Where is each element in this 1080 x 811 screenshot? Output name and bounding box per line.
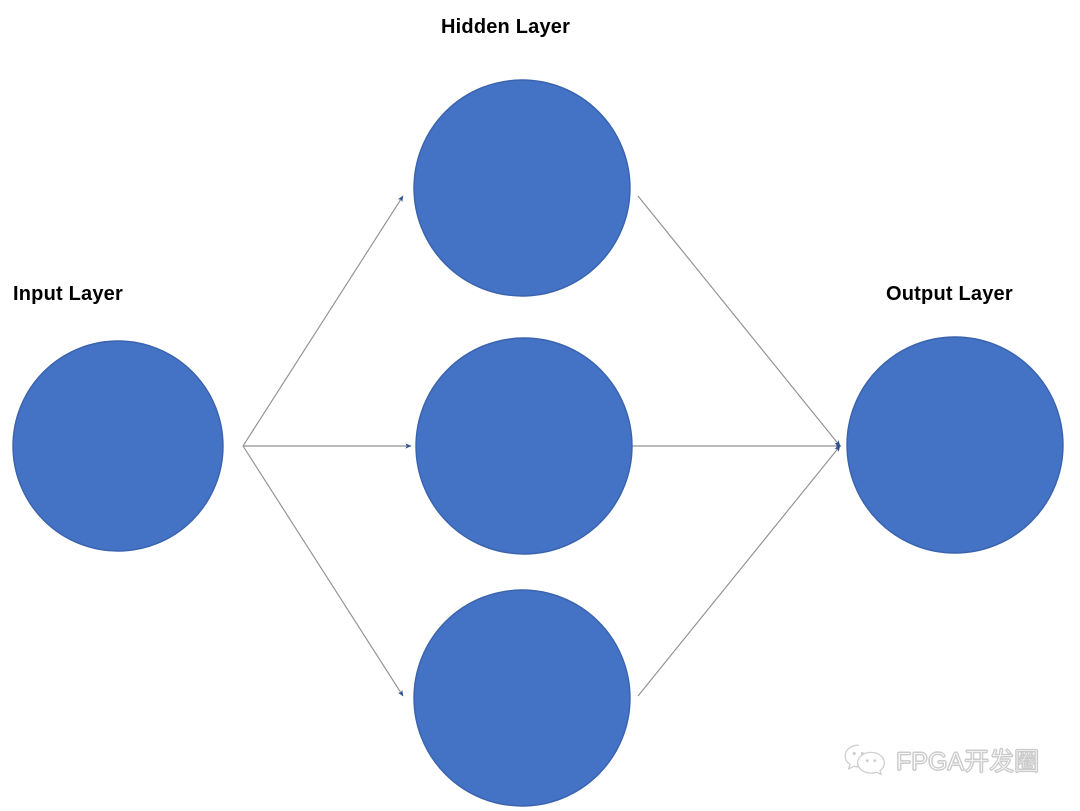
connector-group-input-hidden — [242, 195, 412, 697]
hidden-node-3[interactable] — [413, 589, 631, 807]
hidden-node-1[interactable] — [413, 79, 631, 297]
node-group-hidden — [413, 79, 633, 807]
hidden-node-2[interactable] — [415, 337, 633, 555]
wechat-logo-icon — [843, 742, 887, 783]
connector-input-to-hidden-1 — [242, 195, 404, 447]
watermark: FPGA开发圈 — [843, 742, 1040, 783]
input-layer-label: Input Layer — [13, 283, 123, 305]
connector-hidden-1-to-output — [637, 195, 841, 447]
connector-group-hidden-output — [632, 195, 842, 697]
node-group-output — [846, 336, 1064, 554]
input-node-1[interactable] — [12, 340, 224, 552]
hidden-layer-label: Hidden Layer — [441, 16, 571, 38]
connector-input-to-hidden-3 — [242, 445, 404, 697]
node-group-input — [12, 340, 224, 552]
output-node-1[interactable] — [846, 336, 1064, 554]
output-layer-label: Output Layer — [886, 283, 1013, 305]
connector-hidden-3-to-output — [637, 445, 841, 697]
watermark-text: FPGA开发圈 — [895, 748, 1040, 776]
